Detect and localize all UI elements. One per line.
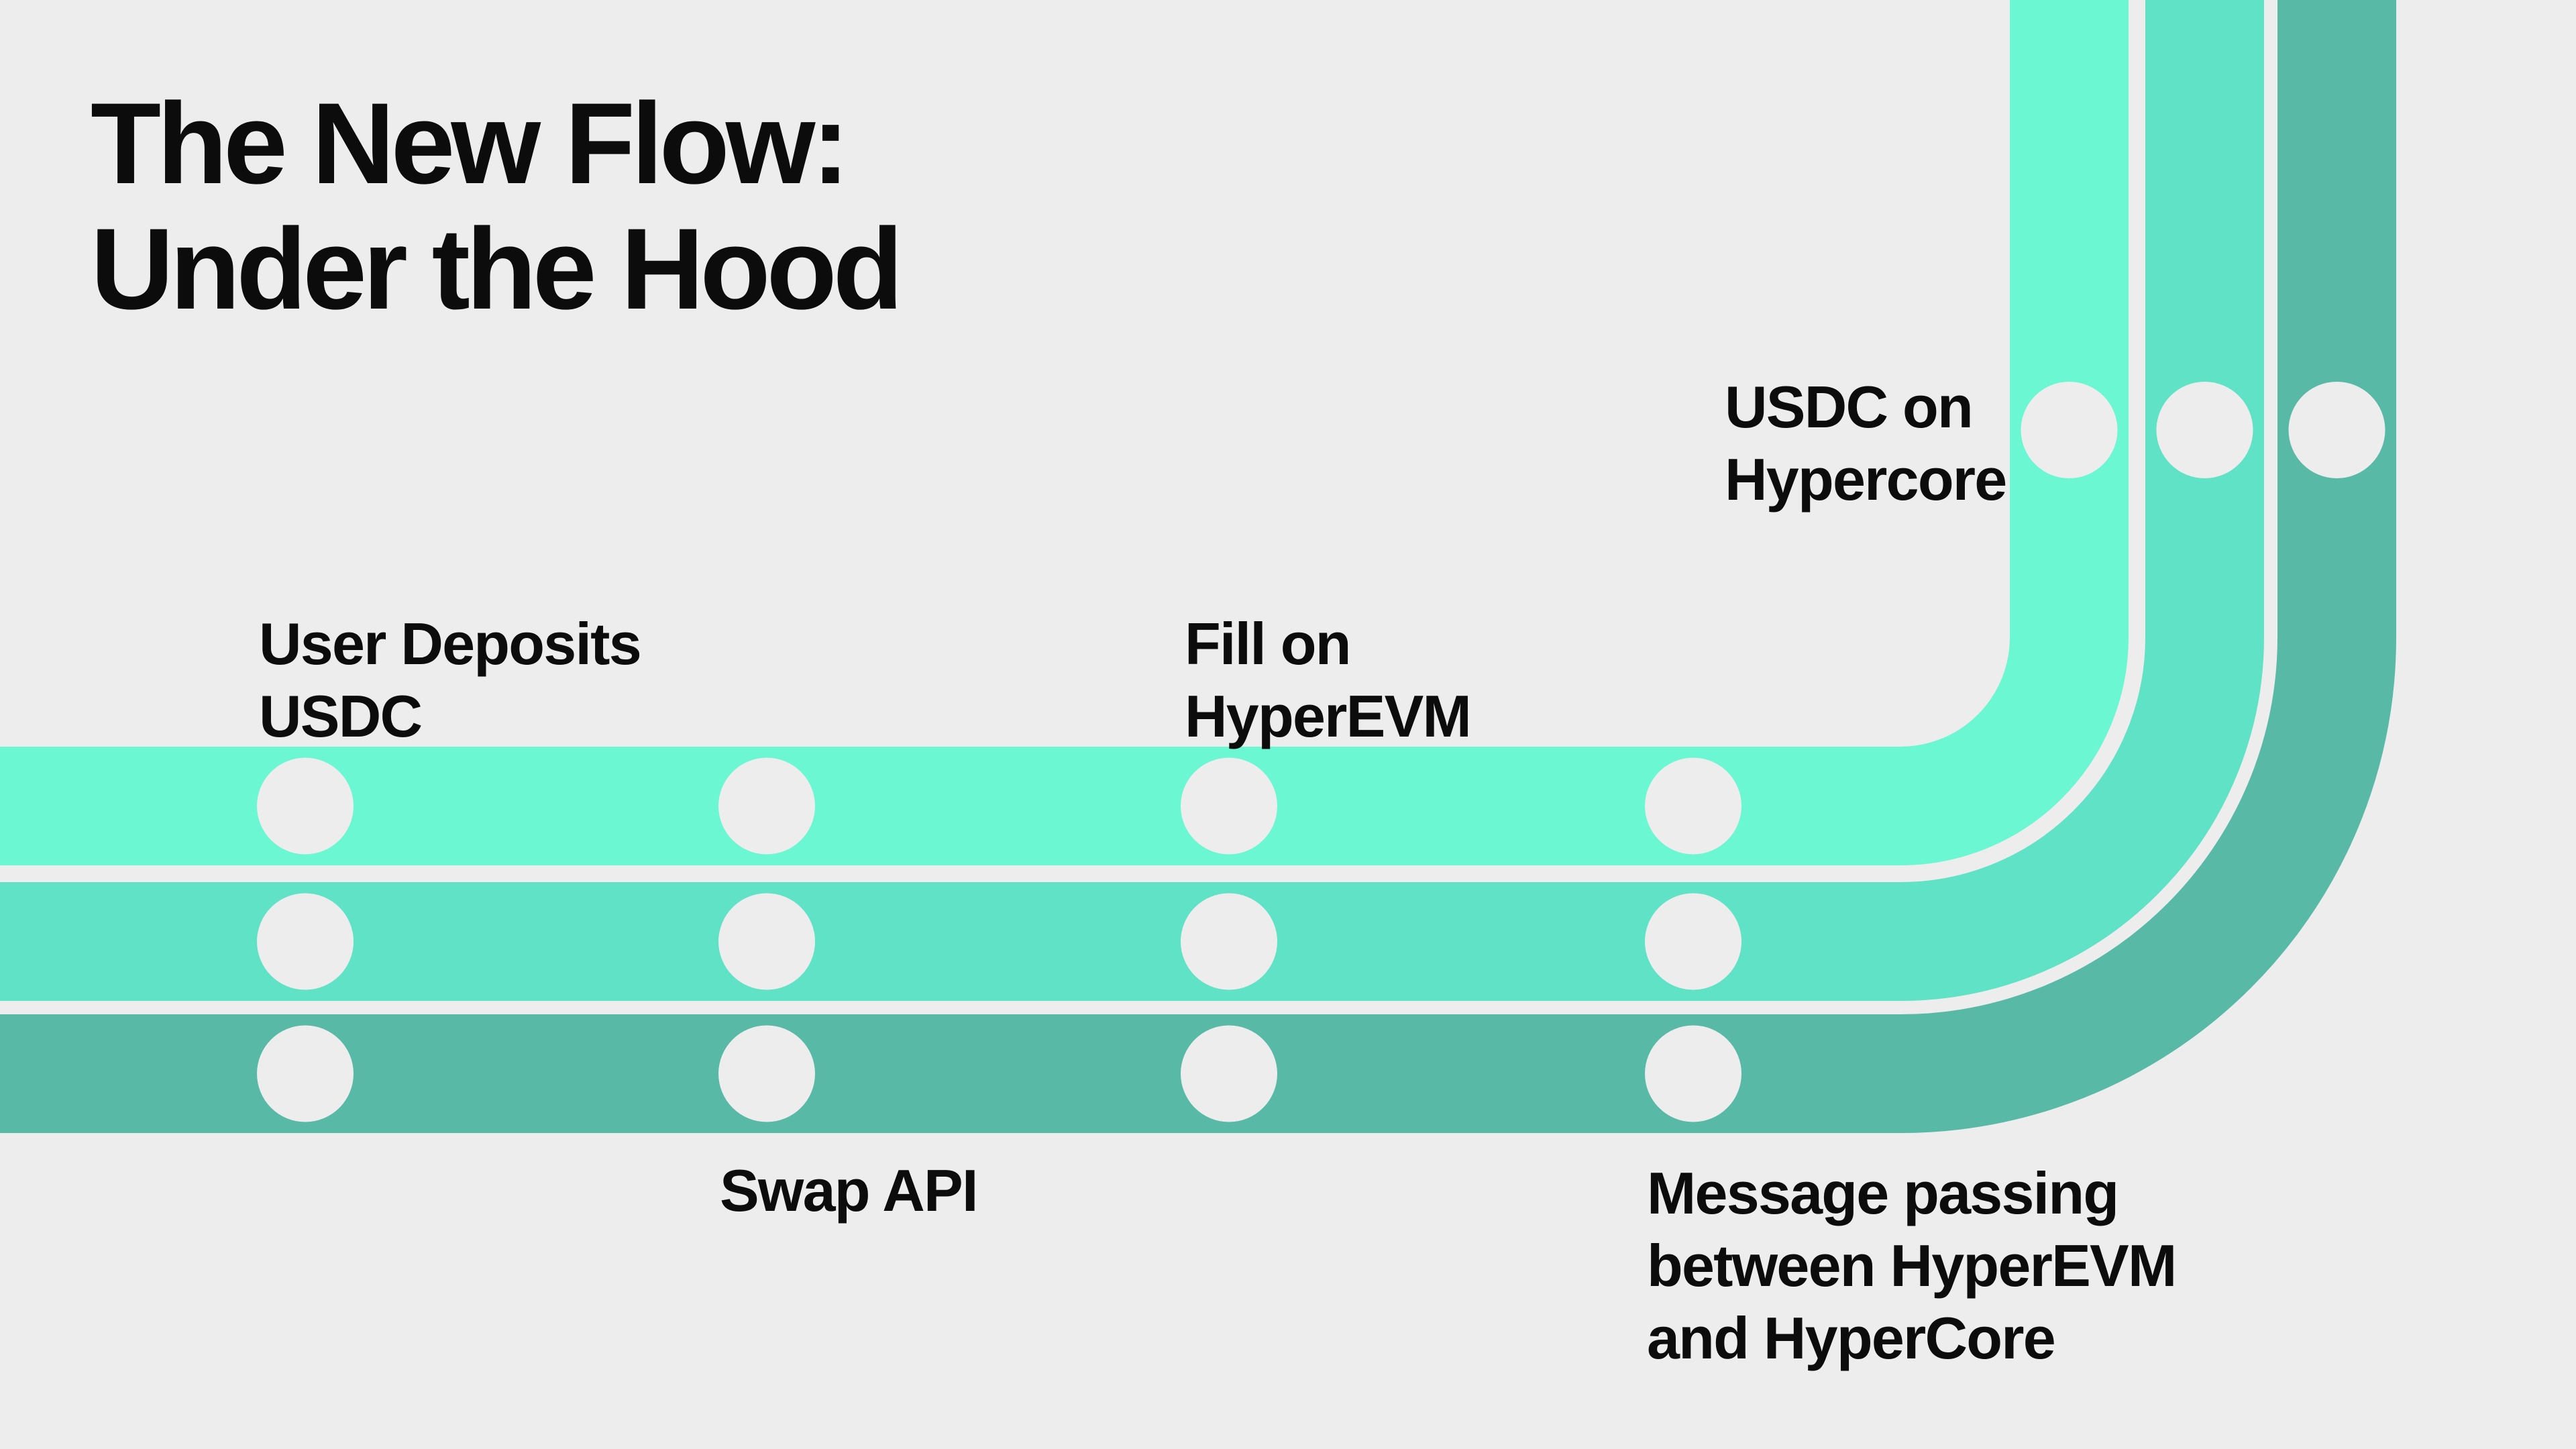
vertical-station-dots (2021, 382, 2385, 478)
track-outer-dark-teal (0, 0, 2396, 1133)
station-dot (2288, 382, 2385, 478)
station-dot (1181, 893, 1277, 990)
label-message-passing: Message passing between HyperEVM and Hyp… (1647, 1160, 2177, 1371)
station-dot (1645, 1025, 1741, 1122)
station-dot (1645, 757, 1741, 855)
station-dot (718, 1025, 815, 1122)
station-dot (718, 757, 815, 855)
page-title: The New Flow: Under the Hood (91, 79, 904, 333)
track-inner-mint (0, 0, 2129, 865)
track-middle-teal (0, 0, 2264, 1001)
station-dot (2021, 382, 2118, 478)
station-dot (1181, 1025, 1277, 1122)
station-dot (1645, 893, 1741, 990)
station-dot (257, 757, 354, 855)
station-dot (718, 893, 815, 990)
station-dot (2156, 382, 2253, 478)
station-dot (257, 893, 354, 990)
label-swap-api: Swap API (720, 1157, 978, 1224)
station-dot (257, 1025, 354, 1122)
label-usdc-on-hypercore: USDC on Hypercore (1725, 374, 2007, 513)
label-fill-on-hyperevm: Fill on HyperEVM (1185, 610, 1472, 749)
label-user-deposits-usdc: User Deposits USDC (259, 610, 642, 749)
station-dot (1181, 757, 1277, 855)
horizontal-station-dots (257, 757, 1741, 1122)
